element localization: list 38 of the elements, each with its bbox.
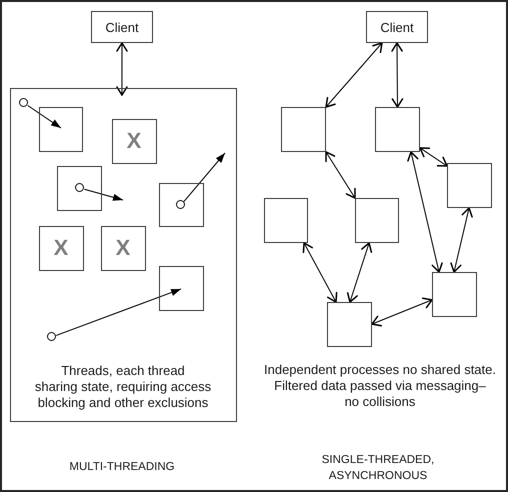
square-box <box>158 182 204 226</box>
client-box: Client <box>366 11 428 43</box>
double-arrow <box>371 298 433 326</box>
double-arrow <box>450 207 473 273</box>
double-arrow <box>407 151 443 273</box>
double-arrow <box>391 42 404 108</box>
description-text: Independent processes no shared state. Filtered data passed via messaging– no collisions <box>263 362 497 410</box>
arrow <box>84 188 124 201</box>
square-box <box>158 266 204 310</box>
process-box <box>447 163 492 208</box>
panel-title: MULTI-THREADING <box>68 460 176 475</box>
process-box <box>355 198 399 243</box>
small-circle <box>74 182 84 192</box>
process-box <box>375 107 420 152</box>
double-arrow <box>116 42 128 96</box>
process-box <box>264 198 308 243</box>
container-box <box>10 88 237 422</box>
process-box <box>327 302 372 347</box>
arrow <box>183 152 226 202</box>
x-marked-box: X <box>38 226 84 270</box>
double-arrow <box>325 151 356 199</box>
panel-title: SINGLE-THREADED, ASYNCHRONOUS <box>320 453 436 484</box>
square-box <box>38 106 82 152</box>
process-box <box>281 107 326 152</box>
square-box <box>56 166 102 210</box>
process-box <box>432 272 477 317</box>
small-circle <box>19 98 28 107</box>
double-arrow <box>346 242 372 303</box>
double-arrow <box>325 42 383 108</box>
arrow <box>56 288 182 336</box>
small-circle <box>47 332 56 341</box>
small-circle <box>176 200 184 208</box>
double-arrow <box>302 242 338 303</box>
caption-text: Threads, each thread sharing state, requiring access blocking and other exclusions <box>34 362 212 410</box>
double-arrow <box>419 147 448 167</box>
client-box: Client <box>91 11 153 43</box>
x-marked-box: X <box>112 118 156 164</box>
x-marked-box: X <box>100 226 146 270</box>
